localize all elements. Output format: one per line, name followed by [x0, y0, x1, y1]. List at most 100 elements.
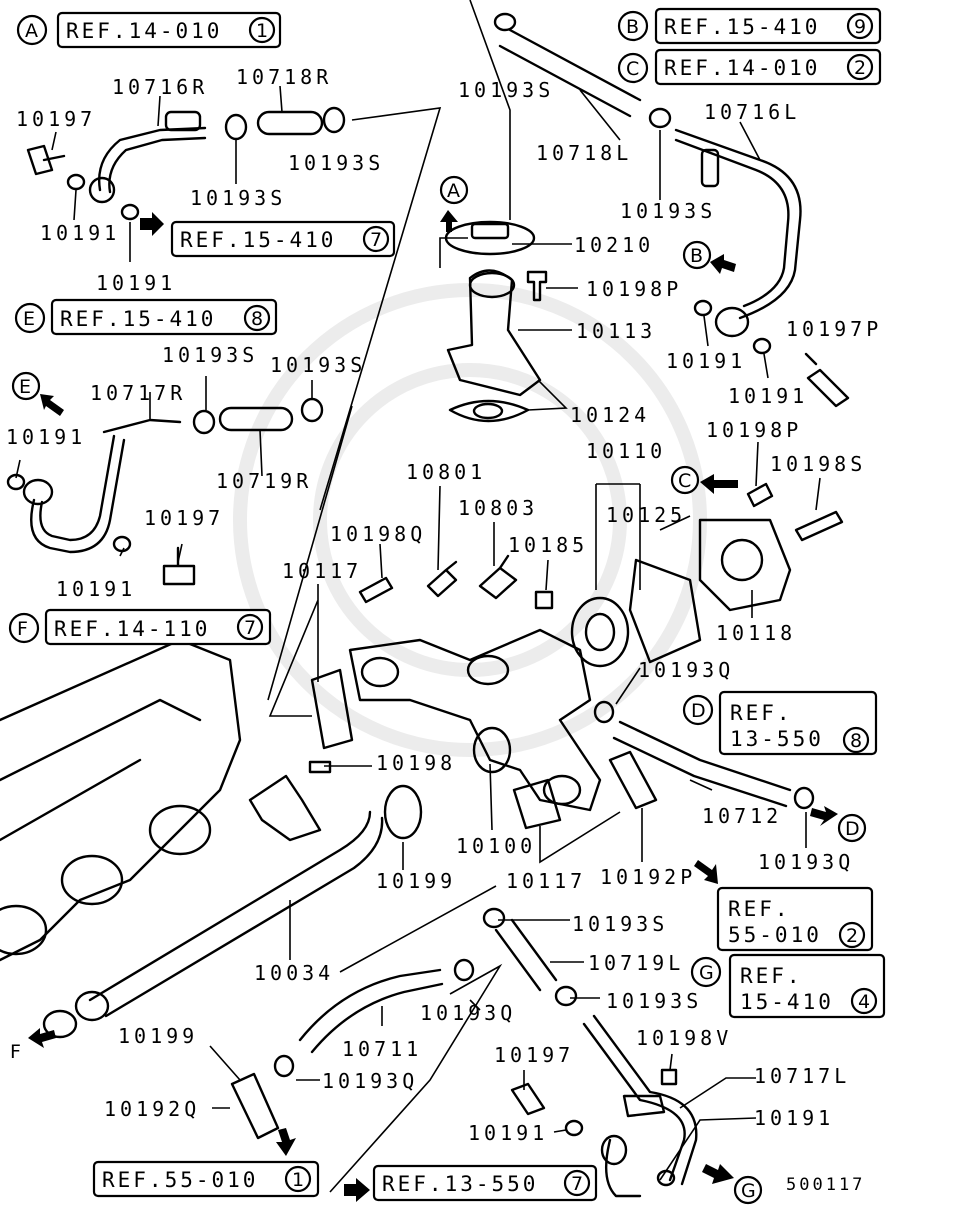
clamp-10193q-c — [453, 958, 475, 982]
ref-f-num: 7 — [244, 617, 256, 639]
label-10199-a: 10199 — [376, 869, 456, 893]
label-10034: 10034 — [254, 961, 334, 985]
label-10124: 10124 — [570, 403, 650, 427]
clamp-10193s-g — [482, 907, 506, 929]
housing-port — [720, 538, 764, 582]
ref-g-num: 4 — [858, 991, 870, 1013]
f-arrow-label: F — [10, 1041, 21, 1063]
label-10197-bottom: 10197 — [494, 1043, 574, 1067]
bolt-10197-bottom — [510, 1082, 546, 1116]
label-10110: 10110 — [586, 439, 666, 463]
bracket-10716l — [700, 148, 720, 188]
ref-box-f — [44, 608, 272, 646]
clamp-10193s-b — [322, 106, 346, 134]
arrow-to-ref-55-010-2 — [694, 860, 718, 884]
ref-box-d — [718, 690, 878, 756]
label-10191-d: 10191 — [728, 384, 808, 408]
thermostat-10110 — [570, 596, 630, 668]
clamp-10193q-a — [593, 700, 615, 724]
gasket-10124-hole — [472, 402, 504, 420]
callout-g-target: G — [741, 1180, 756, 1202]
callout-d-target-circle — [837, 813, 867, 843]
label-10210: 10210 — [574, 233, 654, 257]
label-10191-b: 10191 — [96, 271, 176, 295]
ref-b-num: 9 — [854, 16, 866, 38]
label-10193s-c: 10193S — [458, 78, 554, 102]
callout-a-target: A — [447, 180, 460, 202]
fitting-10192q — [230, 1072, 280, 1140]
callout-e-letter: E — [23, 308, 35, 330]
reference-boxes: A REF.14-010 1 B REF.15-410 9 C REF.14-0… — [8, 7, 886, 1202]
label-10719r: 10719R — [216, 469, 312, 493]
pipe-10717r-inner — [39, 434, 116, 542]
arrow-to-c — [700, 474, 738, 494]
hose-10719l — [494, 918, 558, 992]
bolt-10198p-top — [526, 270, 548, 302]
bolt-10198q — [358, 576, 394, 604]
label-10193s-f: 10193S — [270, 353, 366, 377]
ref-d-num: 8 — [850, 730, 862, 752]
outlet-port-b — [466, 654, 510, 686]
outlet-port-c — [472, 726, 512, 774]
bolt-10197-mid — [162, 546, 196, 586]
pipe-10716r — [98, 126, 207, 192]
bolt-10198p-mid — [746, 482, 774, 508]
callout-b-target: B — [690, 245, 703, 267]
callout-c-letter: C — [626, 58, 639, 80]
ref-a-label: REF.14-010 — [66, 19, 222, 43]
callout-a-circle — [16, 14, 48, 46]
arrow-to-e — [40, 394, 64, 416]
filler-neck-mouth — [468, 271, 516, 299]
label-10711: 10711 — [342, 1037, 422, 1061]
ref-55-010-2-label-2: 55-010 — [728, 923, 822, 947]
manifold-port-a — [148, 804, 212, 856]
banjo-10717l — [600, 1134, 628, 1166]
outlet-manifold-10100 — [348, 628, 602, 812]
label-10117-a: 10117 — [282, 559, 362, 583]
ref-15-410-7-num-circle — [362, 225, 390, 253]
ref-box-g — [728, 953, 886, 1019]
label-10197-top: 10197 — [16, 107, 96, 131]
ref-c-num: 2 — [854, 57, 866, 79]
label-10191-c: 10191 — [666, 349, 746, 373]
banjo-10717r — [22, 478, 54, 506]
label-10198q: 10198Q — [330, 522, 426, 546]
gasket-10117-left — [310, 668, 354, 750]
ref-55-010-1-num-circle — [284, 1165, 312, 1193]
intake-manifold-inner — [0, 698, 202, 842]
label-10193s-e: 10193S — [162, 343, 258, 367]
ref-55-010-2-num: 2 — [846, 925, 858, 947]
ref-13-550-7-label: REF.13-550 — [382, 1172, 538, 1196]
label-10191-e: 10191 — [6, 425, 86, 449]
ref-e-label: REF.15-410 — [60, 307, 216, 331]
label-10192p: 10192P — [600, 865, 696, 889]
callout-e-target: E — [19, 376, 31, 398]
ref-55-010-1-label: REF.55-010 — [102, 1168, 258, 1192]
callout-b-letter: B — [626, 16, 639, 38]
ref-f-num-circle — [236, 613, 264, 641]
label-10193s-b: 10193S — [190, 186, 286, 210]
hose-10718l — [498, 28, 642, 118]
callout-g-letter: G — [699, 962, 714, 984]
pipe-10717l — [582, 1014, 698, 1186]
clamp-10193s-h — [554, 985, 578, 1007]
callout-d-target: D — [845, 818, 860, 840]
clamp-10193s-f — [300, 397, 324, 423]
ref-c-label: REF.14-010 — [664, 56, 820, 80]
label-10193s-g: 10193S — [572, 912, 668, 936]
ref-13-550-7-num: 7 — [571, 1173, 583, 1195]
clamp-10193s-e — [192, 409, 216, 435]
bolt-10198s — [794, 510, 844, 542]
callout-a-letter: A — [25, 20, 38, 42]
ref-d-label-1: REF. — [730, 701, 793, 725]
ref-a-num: 1 — [256, 20, 268, 42]
ref-box-13-550-7 — [372, 1164, 598, 1202]
outlet-port-a — [360, 656, 400, 688]
label-10198: 10198 — [376, 751, 456, 775]
callout-c-target-circle — [670, 465, 700, 495]
bolt-10198v — [660, 1068, 678, 1086]
ref-box-15-410-7 — [170, 220, 396, 258]
label-10113: 10113 — [576, 319, 656, 343]
banjo-10716l — [714, 306, 750, 338]
hose-10711 — [298, 968, 444, 1054]
